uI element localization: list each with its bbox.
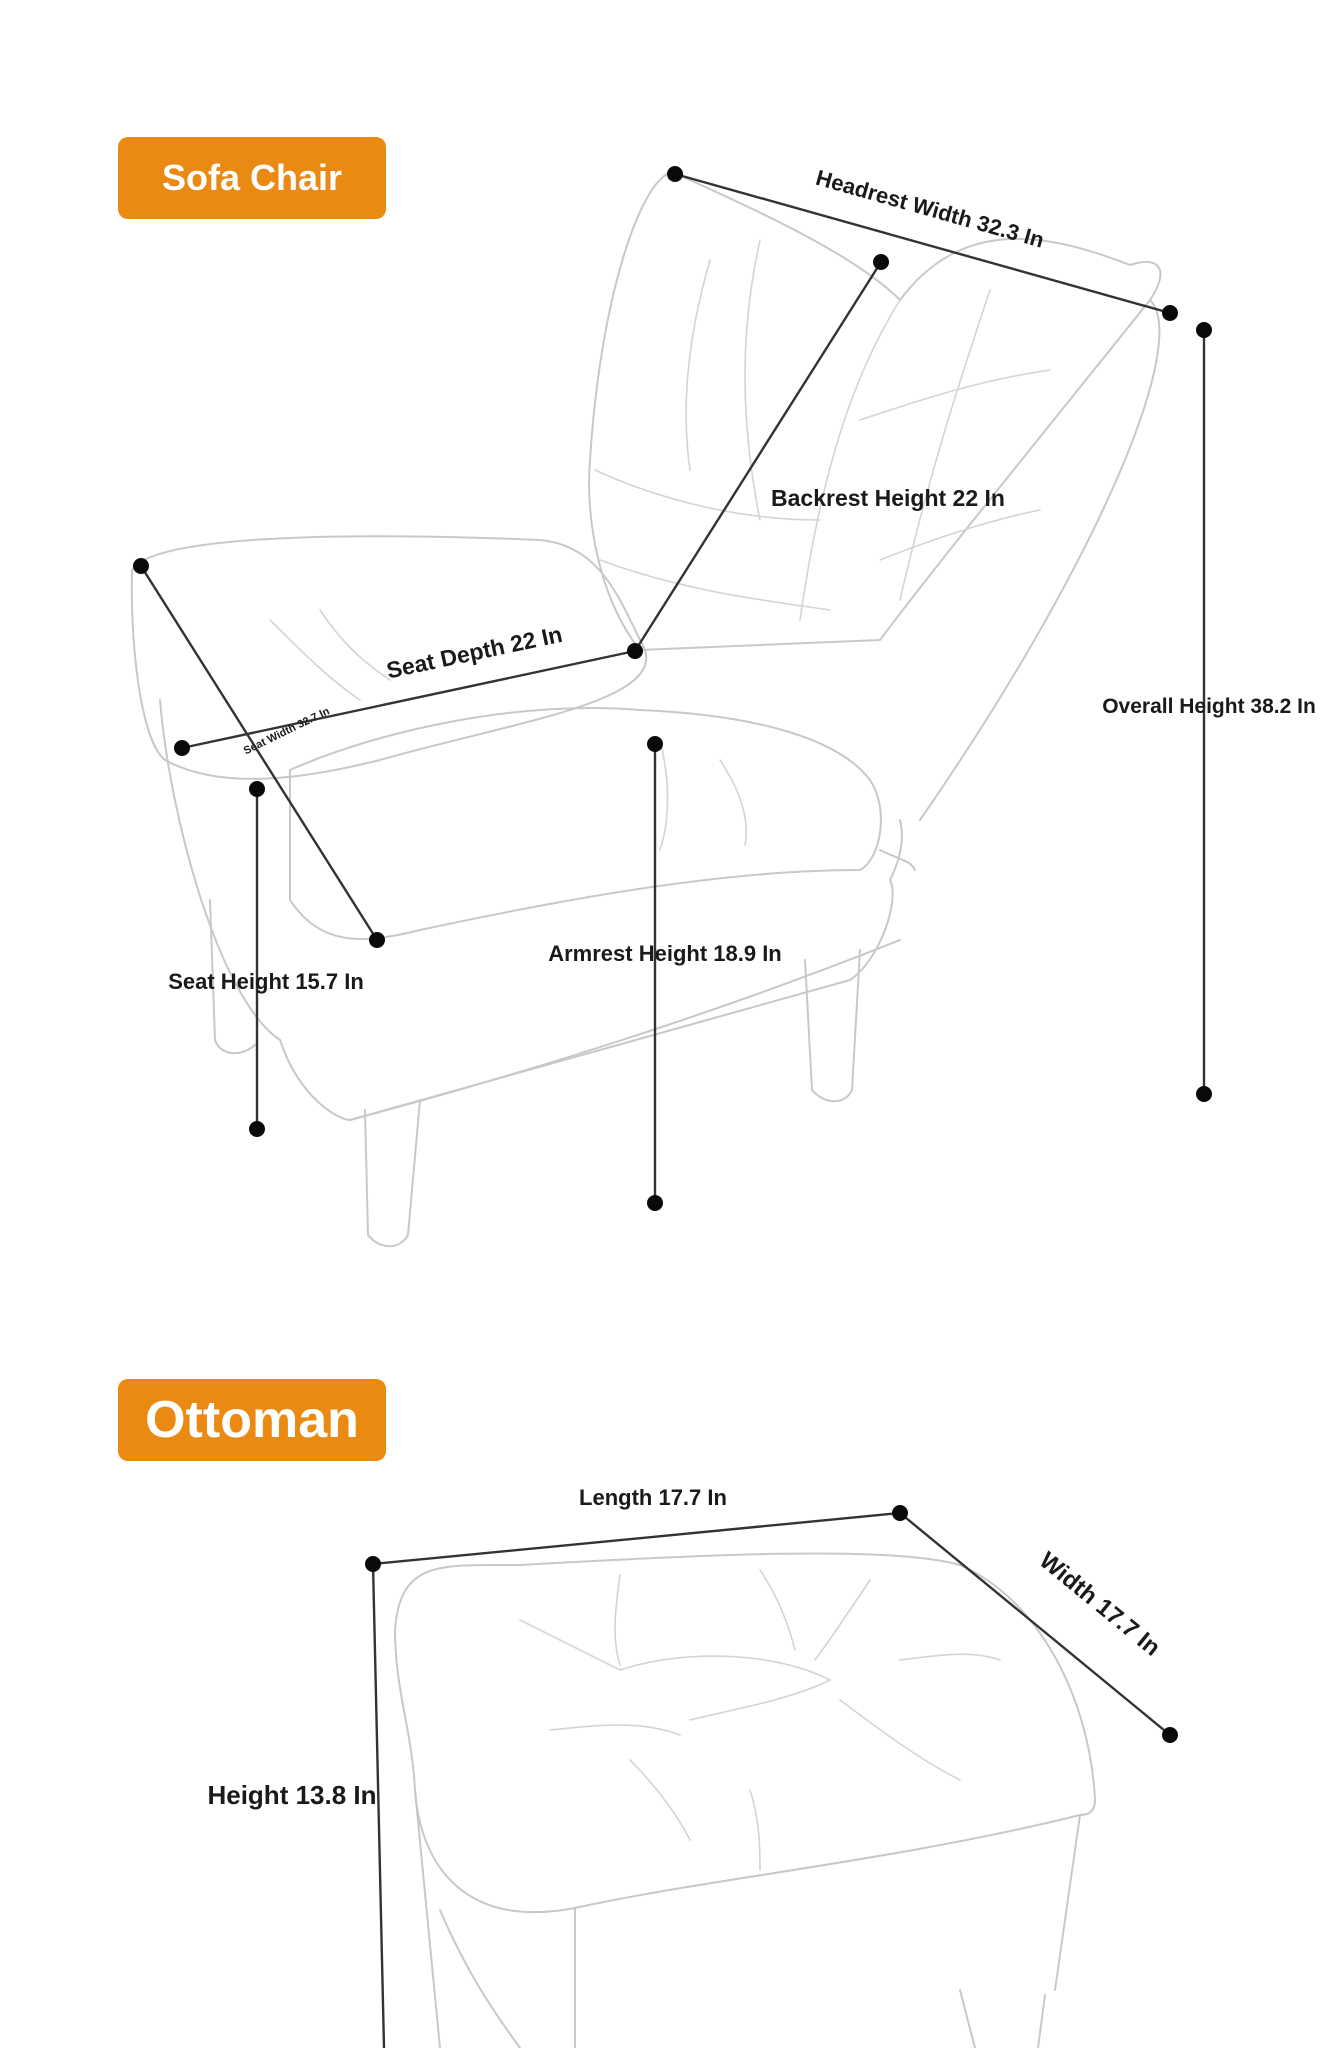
dimension-endpoint <box>133 558 149 574</box>
dimension-endpoint <box>1196 1086 1212 1102</box>
seat-depth-line <box>181 649 636 750</box>
dimension-endpoint <box>667 166 683 182</box>
sofa-chair-title-badge: Sofa Chair <box>118 137 386 219</box>
seat-height-label: Seat Height 15.7 In <box>168 969 364 994</box>
dimension-endpoint <box>647 1195 663 1211</box>
armrest-height-label: Armrest Height 18.9 In <box>548 941 782 966</box>
ottoman-sketch <box>394 1552 1096 2048</box>
ottoman-width-label: Width 17.7 In <box>1034 1547 1165 1662</box>
dimension-endpoint <box>1162 305 1178 321</box>
dimension-endpoint <box>873 254 889 270</box>
dimension-endpoint <box>647 736 663 752</box>
dimension-endpoint <box>249 1121 265 1137</box>
seat-width-line <box>139 565 379 941</box>
seat-depth-label: Seat Depth 22 In <box>384 621 564 684</box>
overall-height-label: Overall Height 38.2 In <box>1102 695 1316 718</box>
dimension-endpoint <box>1162 1727 1178 1743</box>
ottoman-dimension-lines <box>371 1511 1171 2048</box>
dimension-endpoint <box>892 1505 908 1521</box>
ottoman-title-badge: Ottoman <box>118 1379 386 1461</box>
ottoman-height-label: Height 13.8 In <box>207 1780 376 1810</box>
dimension-endpoint <box>174 740 190 756</box>
backrest-height-label: Backrest Height 22 In <box>771 485 1005 511</box>
dimension-endpoint <box>369 932 385 948</box>
ottoman-dimension-endpoints <box>365 1505 1178 1743</box>
sofa-dimension-endpoints <box>133 166 1212 1211</box>
dimension-endpoint <box>249 781 265 797</box>
ottoman-width-line <box>899 1512 1171 1736</box>
dimension-endpoint <box>365 1556 381 1572</box>
headrest-width-line <box>674 172 1171 315</box>
ottoman-length-line <box>372 1511 901 1566</box>
sofa-dimension-labels: Headrest Width 32.3 In Backrest Height 2… <box>168 165 1316 994</box>
headrest-width-label: Headrest Width 32.3 In <box>813 165 1047 253</box>
dimension-endpoint <box>627 643 643 659</box>
sofa-chair-sketch <box>130 171 1162 1248</box>
backrest-height-line <box>633 261 883 652</box>
ottoman-height-line <box>371 1563 386 2048</box>
ottoman-length-label: Length 17.7 In <box>579 1485 727 1510</box>
dimension-endpoint <box>1196 322 1212 338</box>
sofa-dimension-lines <box>139 172 1206 1203</box>
